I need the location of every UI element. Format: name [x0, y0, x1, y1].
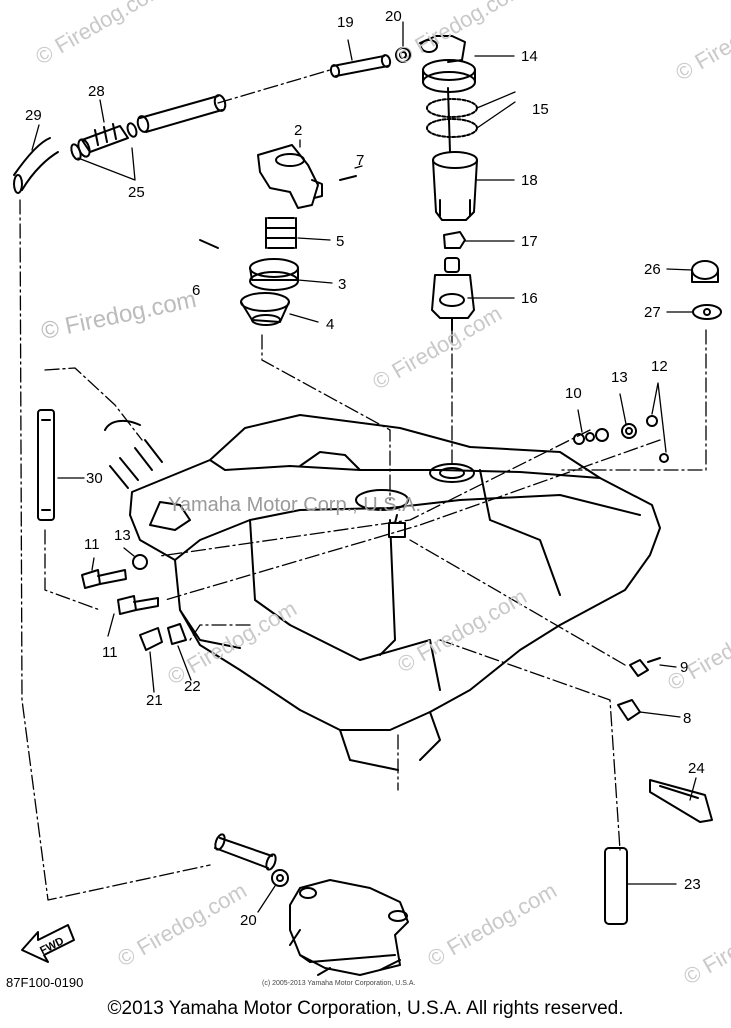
fuel-tank — [129, 414, 661, 771]
callout-23: 23 — [684, 876, 701, 893]
callout-26: 26 — [644, 261, 661, 278]
diagram-code: 87F100-0190 — [6, 975, 84, 990]
callout-17: 17 — [521, 233, 538, 250]
callout-20-top: 20 — [385, 8, 402, 25]
callout-28: 28 — [88, 83, 105, 100]
callout-3: 3 — [338, 276, 347, 293]
callout-12: 12 — [651, 358, 668, 375]
filler-cap-assembly — [419, 35, 478, 331]
callout-6: 6 — [192, 282, 201, 299]
callout-11-lower: 11 — [102, 644, 118, 661]
callout-21: 21 — [146, 692, 163, 709]
small-copyright: (c) 2005-2013 Yamaha Motor Corporation, … — [262, 980, 416, 987]
callout-20-bottom: 20 — [240, 912, 257, 929]
footer-copyright: ©2013 Yamaha Motor Corporation, U.S.A. A… — [107, 998, 624, 1019]
callout-14: 14 — [521, 48, 538, 65]
leader-lines — [19, 69, 707, 901]
callout-19: 19 — [337, 14, 354, 31]
callout-24: 24 — [688, 760, 705, 777]
vent-parts — [199, 144, 357, 326]
callout-16: 16 — [521, 290, 538, 307]
callout-25: 25 — [128, 184, 145, 201]
callout-7: 7 — [356, 152, 365, 169]
fasteners — [81, 47, 722, 887]
callout-5: 5 — [336, 233, 345, 250]
callout-29: 29 — [25, 107, 42, 124]
fwd-arrow — [21, 924, 75, 963]
callout-18: 18 — [521, 172, 538, 189]
callout-9: 9 — [680, 659, 689, 676]
fitting-28 — [70, 122, 138, 161]
callout-leaders — [31, 21, 697, 913]
callout-27: 27 — [644, 304, 661, 321]
hoses — [13, 54, 628, 925]
callout-4: 4 — [326, 316, 335, 333]
callout-13-left: 13 — [114, 527, 131, 544]
callout-8: 8 — [683, 710, 692, 727]
callout-2: 2 — [294, 122, 303, 139]
callout-22: 22 — [184, 678, 201, 695]
callout-11-upper: 11 — [84, 536, 100, 553]
callout-15: 15 — [532, 101, 549, 118]
fuel-pump — [289, 879, 409, 976]
callout-30: 30 — [86, 470, 103, 487]
callout-13-right: 13 — [611, 369, 628, 386]
callout-10: 10 — [565, 385, 582, 402]
overlay-watermark: Yamaha Motor Corp., U.S.A. — [168, 494, 422, 516]
